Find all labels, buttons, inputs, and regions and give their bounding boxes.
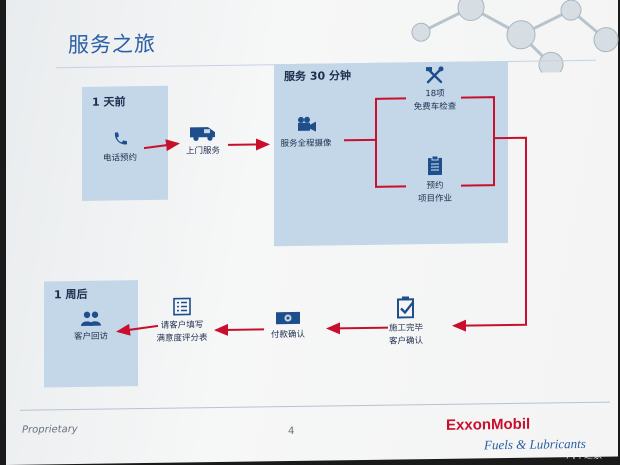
step-survey-label: 请客户填写 满意度评分表	[156, 320, 208, 344]
step-phone-booking: 电话预约	[75, 130, 165, 166]
branch-left-bracket	[375, 97, 406, 188]
checklist-icon	[173, 297, 191, 316]
arrow-branch-to-complete	[452, 136, 527, 332]
step-payment-label: 付款确认	[270, 329, 305, 341]
step-home-pickup: 上门服务	[158, 123, 248, 159]
step-inspection-label: 18项 免费车检查	[413, 88, 457, 113]
branch-right-bracket	[461, 96, 495, 187]
tools-icon	[426, 66, 444, 84]
step-customer-callback: 客户回访	[46, 310, 136, 344]
step-complete-label: 施工完毕 客户确认	[388, 323, 423, 347]
arrow-pickup-to-camera	[228, 138, 270, 151]
presentation-slide: 服务之旅 1 天前 服务 30 分钟 1 周后 电话预约	[6, 0, 619, 465]
molecule-decoration	[411, 0, 619, 75]
people-icon	[81, 311, 101, 326]
arrow-payment-to-survey	[214, 323, 264, 336]
step-camera-label: 服务全程摄像	[280, 138, 332, 150]
step-satisfaction-survey: 请客户填写 满意度评分表	[137, 297, 227, 346]
step-callback-label: 客户回访	[73, 331, 108, 343]
arrow-phone-to-pickup	[143, 139, 180, 152]
step-work-complete: 施工完毕 客户确认	[361, 296, 451, 349]
flow-connectors	[116, 96, 527, 336]
page-number: 4	[288, 425, 295, 438]
step-video-recording: 服务全程摄像	[261, 115, 351, 151]
step-phone-label: 电话预约	[102, 153, 137, 164]
step-scheduled-label: 预约 项目作业	[417, 180, 452, 205]
video-camera-icon	[298, 116, 316, 132]
phone-icon	[114, 132, 127, 145]
step-pickup-label: 上门服务	[185, 146, 220, 157]
exxonmobil-logo: ExxonMobil	[446, 415, 531, 434]
van-icon	[190, 127, 215, 141]
step-free-inspection: 18项 免费车检查	[390, 65, 480, 114]
footer-proprietary: Proprietary	[22, 423, 78, 436]
arrow-complete-to-payment	[326, 322, 388, 335]
step-scheduled-work: 预约 项目作业	[390, 155, 480, 206]
step-payment: 付款确认	[243, 310, 333, 342]
money-icon	[276, 311, 300, 325]
arrow-survey-to-callback	[116, 323, 159, 336]
watermark: 汽车之家	[566, 451, 603, 461]
clipboard-icon	[428, 155, 442, 176]
clipboard-check-icon	[397, 296, 414, 319]
